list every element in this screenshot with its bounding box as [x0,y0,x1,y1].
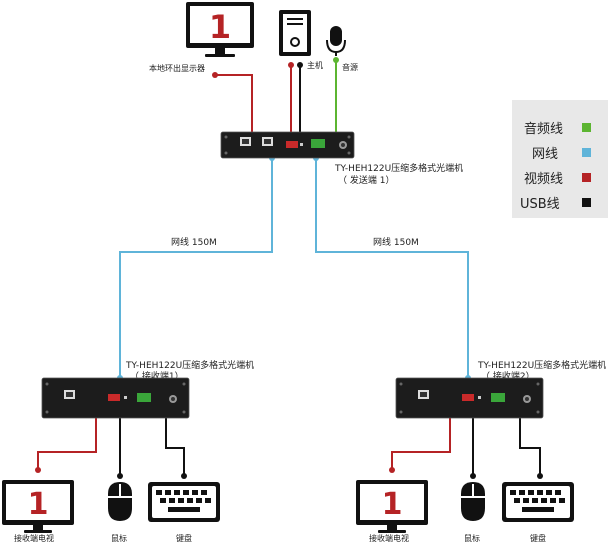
legend-swatch [582,198,591,207]
receiver2-tv-icon: 1 [356,480,428,533]
usb-cable-dot [181,473,187,479]
sender-model-label: TY-HEH122U压缩多格式光端机 [334,162,463,174]
tv-number: 1 [28,487,49,522]
usb-cable-dot [470,473,476,479]
legend-label: 视频线 [524,172,563,187]
usb-cable-dot [537,473,543,479]
keyboard2-label: 键盘 [530,533,546,543]
receiver1-terminal-block [137,393,151,402]
video-cable-monitor [215,74,253,132]
sender-unit [220,131,355,159]
receiver1-tv-icon: 1 [2,480,74,533]
receiver1-unit [41,377,190,419]
video-cable-dot [288,62,294,68]
network-label-left: 网线 150M [171,236,217,248]
receiver2-keyboard-icon [502,482,574,522]
audio-cable-dot [333,57,339,63]
receiver2-unit [395,377,544,419]
receiver1-dip-switch [108,394,120,401]
legend-item-usb: USB线 [520,197,591,212]
network-cable-right [315,158,469,378]
sender-role-label: （ 发送端 1） [338,174,394,186]
legend-item-audio: 音频线 [524,121,591,137]
tv1-label: 接收端电视 [14,533,54,543]
receiver1-model-label: TY-HEH122U压缩多格式光端机 [125,359,254,371]
mouse1-label: 鼠标 [111,533,127,543]
video-cable-dot [212,72,218,78]
host-computer-icon [279,10,311,56]
legend-label: USB线 [520,197,560,212]
usb-cable-dot [297,62,303,68]
tv-number: 1 [382,487,403,522]
video-cable-tv2 [391,418,451,470]
receiver1-mouse-icon [108,482,132,521]
legend-swatch [582,123,591,132]
video-cable-dot [389,467,395,473]
legend-swatch [582,173,591,182]
receiver1-keyboard-icon [148,482,220,522]
network-label-right: 网线 150M [373,236,419,248]
video-cable-dot [35,467,41,473]
tv2-label: 接收端电视 [369,533,409,543]
legend-item-network: 网线 [532,147,591,162]
legend-box [512,100,608,218]
receiver2-dip-switch [462,394,474,401]
audio-source-label: 音源 [342,62,358,72]
local-monitor-label: 本地环出显示器 [149,63,205,73]
legend-label: 音频线 [524,121,563,137]
microphone-icon [326,26,346,56]
legend: 音频线 网线 视频线 USB线 [512,100,608,218]
sender-dip-switch [286,141,298,148]
usb-cable-dot [117,473,123,479]
receiver2-mouse-icon [461,482,485,521]
local-monitor-icon: 1 [186,2,254,57]
network-cable-left [119,158,273,378]
receiver2-model-label: TY-HEH122U压缩多格式光端机 [477,359,606,371]
receiver2-terminal-block [491,393,505,402]
keyboard1-label: 键盘 [176,533,192,543]
monitor-number: 1 [209,8,231,46]
usb-cable-keyboard2 [519,418,541,476]
legend-item-video: 视频线 [524,172,591,187]
legend-swatch [582,148,591,157]
usb-cable-keyboard1 [165,418,185,476]
legend-label: 网线 [532,147,558,162]
sender-terminal-block [311,139,325,148]
host-label: 主机 [307,60,323,70]
mouse2-label: 鼠标 [464,533,480,543]
video-cable-tv1 [37,418,97,470]
